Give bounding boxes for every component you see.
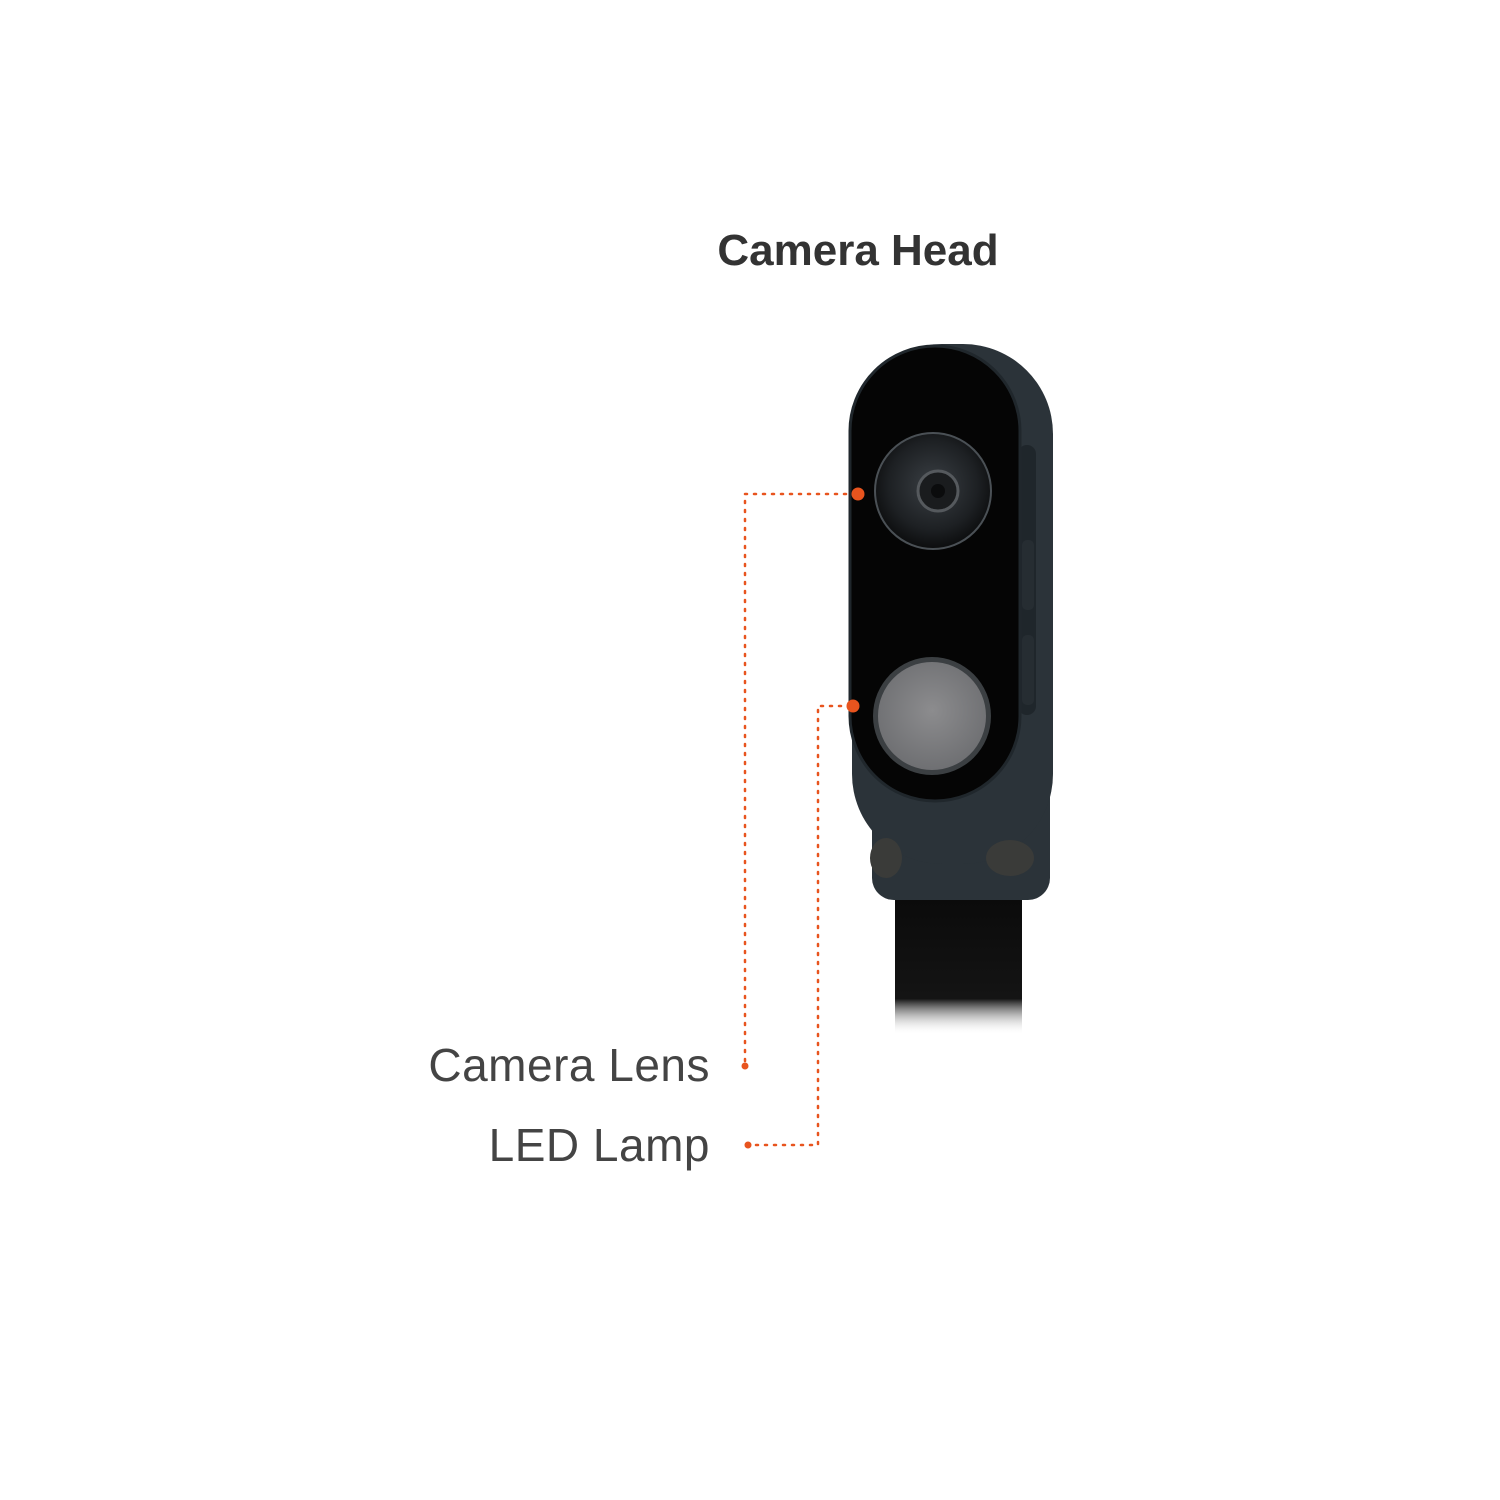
camera-lens xyxy=(874,432,992,550)
led-lamp xyxy=(873,657,991,775)
callout-label-camera-lens: Camera Lens xyxy=(428,1039,710,1091)
callout-camera-lens-leader xyxy=(743,492,857,1068)
callout-dot xyxy=(744,1141,752,1149)
side-button xyxy=(1022,540,1034,610)
callout-dot xyxy=(846,699,860,713)
callout-dot xyxy=(851,487,865,501)
side-button xyxy=(1022,635,1034,705)
magnet-left xyxy=(870,838,902,878)
camera-head-device xyxy=(848,344,1053,1035)
callout-label-led-lamp: LED Lamp xyxy=(488,1119,710,1171)
magnet-right xyxy=(986,840,1034,876)
callout-dot xyxy=(741,1062,749,1070)
cable xyxy=(895,890,1022,1035)
callout-led-lamp-leader xyxy=(746,704,852,1147)
diagram-title: Camera Head xyxy=(717,226,999,275)
